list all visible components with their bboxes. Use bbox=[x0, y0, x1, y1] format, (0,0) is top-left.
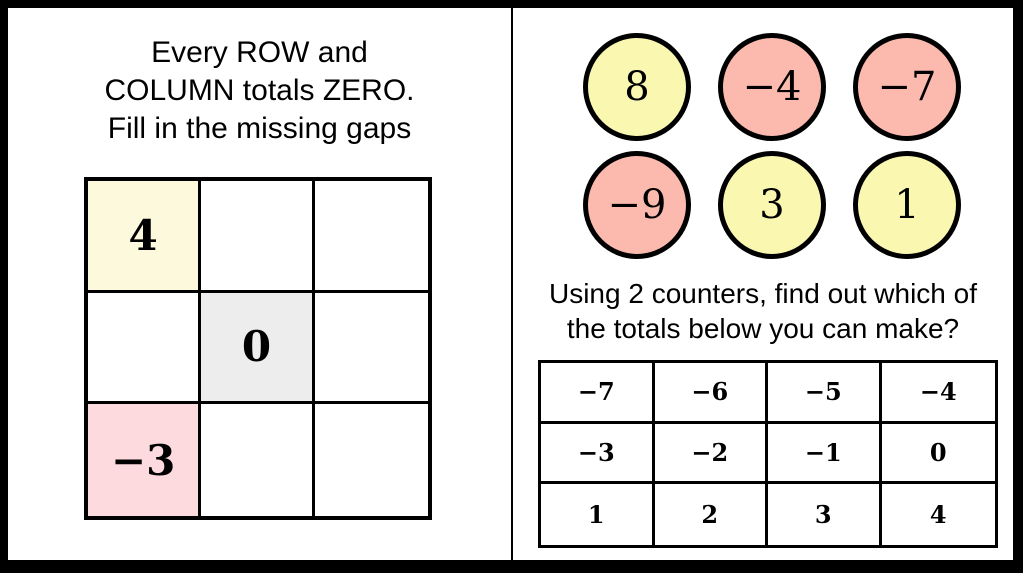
counter-6[interactable]: 1 bbox=[853, 151, 961, 259]
total-cell-r1c4[interactable]: −4 bbox=[881, 363, 995, 424]
total-value: −7 bbox=[577, 377, 615, 407]
total-cell-r3c2[interactable]: 2 bbox=[655, 484, 768, 545]
total-cell-r2c2[interactable]: −2 bbox=[654, 423, 768, 485]
total-value: 2 bbox=[701, 500, 719, 530]
left-panel: Every ROW and COLUMN totals ZERO. Fill i… bbox=[8, 8, 511, 560]
total-cell-r2c3[interactable]: −1 bbox=[768, 423, 882, 485]
counter-value: 3 bbox=[759, 182, 785, 228]
total-cell-r1c2[interactable]: −6 bbox=[654, 363, 768, 424]
question-line-1: Using 2 counters, find out which of bbox=[548, 278, 977, 309]
totals-table: −7 −6 −5 −4 −3 −2 −1 bbox=[538, 360, 998, 548]
total-value: 3 bbox=[814, 500, 832, 530]
instruction-line-1: Every ROW and bbox=[151, 36, 368, 69]
grid-cell-r1c2[interactable] bbox=[201, 181, 315, 293]
counter-value: 8 bbox=[624, 64, 650, 110]
counter-1[interactable]: 8 bbox=[583, 33, 691, 141]
total-value: −2 bbox=[691, 437, 729, 467]
total-value: 4 bbox=[929, 500, 947, 530]
total-value: −1 bbox=[804, 437, 842, 467]
total-value: 0 bbox=[929, 437, 947, 467]
grid-cell-value: 0 bbox=[241, 322, 272, 372]
grid-cell-value: −3 bbox=[110, 435, 176, 485]
instruction-line-2: COLUMN totals ZERO. bbox=[104, 74, 415, 107]
total-cell-r1c1[interactable]: −7 bbox=[541, 363, 655, 424]
total-cell-r3c4[interactable]: 4 bbox=[882, 484, 996, 545]
grid-cell-r1c1[interactable]: 4 bbox=[88, 181, 202, 293]
counter-value: −9 bbox=[607, 182, 667, 228]
counter-value: −7 bbox=[877, 64, 937, 110]
right-panel: 8 −4 −7 −9 3 1 Using 2 count bbox=[513, 8, 1013, 560]
total-value: −4 bbox=[919, 377, 957, 407]
total-value: −5 bbox=[804, 377, 842, 407]
grid-cell-r1c3[interactable] bbox=[314, 181, 428, 293]
magic-square-grid: 4 0 −3 bbox=[84, 177, 432, 520]
counter-4[interactable]: −9 bbox=[583, 151, 691, 259]
counters-question-text: Using 2 counters, find out which of the … bbox=[513, 276, 1013, 346]
total-cell-r2c4[interactable]: 0 bbox=[881, 424, 995, 485]
worksheet-canvas: Every ROW and COLUMN totals ZERO. Fill i… bbox=[8, 8, 1013, 560]
counter-3[interactable]: −7 bbox=[853, 33, 961, 141]
grid-cell-value: 4 bbox=[128, 210, 158, 260]
total-cell-r1c3[interactable]: −5 bbox=[768, 363, 882, 424]
total-cell-r3c3[interactable]: 3 bbox=[768, 484, 882, 545]
grid-cell-r3c2[interactable] bbox=[201, 404, 315, 516]
total-value: 1 bbox=[587, 500, 605, 530]
grid-cell-r3c1[interactable]: −3 bbox=[88, 404, 202, 516]
counter-5[interactable]: 3 bbox=[718, 151, 826, 259]
counter-value: 1 bbox=[894, 182, 920, 228]
panel-divider bbox=[511, 8, 513, 560]
grid-cell-r3c3[interactable] bbox=[314, 404, 428, 516]
counter-value: −4 bbox=[742, 64, 802, 110]
total-cell-r3c1[interactable]: 1 bbox=[541, 484, 655, 545]
grid-cell-r2c1[interactable] bbox=[88, 292, 202, 405]
total-value: −6 bbox=[691, 377, 729, 407]
grid-cell-r2c3[interactable] bbox=[314, 292, 428, 405]
counter-set: 8 −4 −7 −9 3 1 bbox=[513, 8, 1013, 260]
question-line-2: the totals below you can make? bbox=[566, 313, 960, 344]
instruction-text: Every ROW and COLUMN totals ZERO. Fill i… bbox=[8, 34, 511, 148]
counter-2[interactable]: −4 bbox=[718, 33, 826, 141]
total-value: −3 bbox=[577, 437, 615, 467]
grid-cell-r2c2[interactable]: 0 bbox=[201, 292, 315, 405]
total-cell-r2c1[interactable]: −3 bbox=[541, 423, 655, 485]
instruction-line-3: Fill in the missing gaps bbox=[107, 112, 412, 145]
